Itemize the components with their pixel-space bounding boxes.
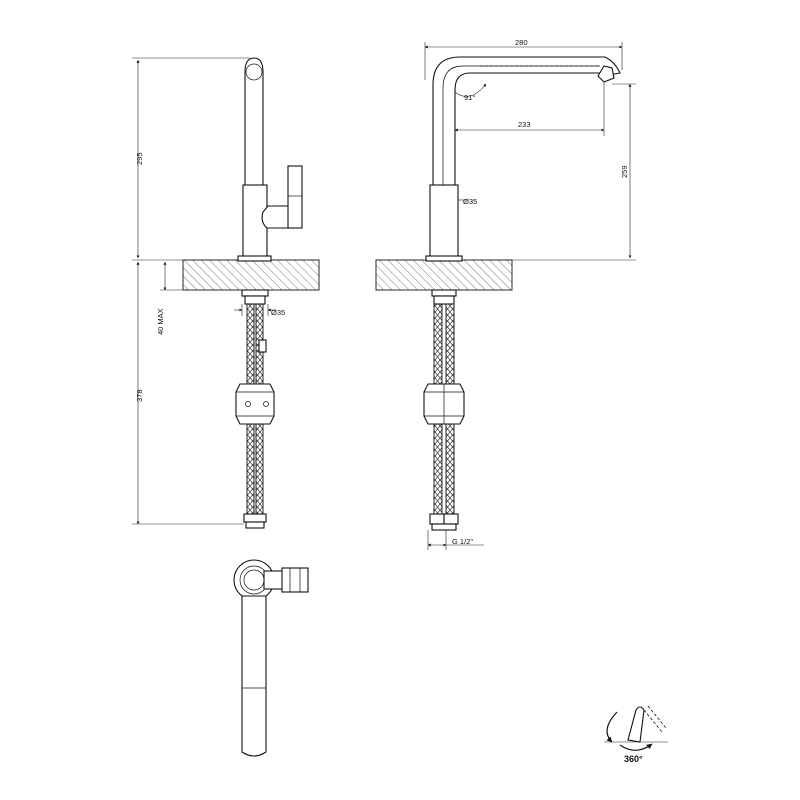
dim-hole-diameter: Ø35 (271, 308, 285, 317)
dim-reach-total: 280 (515, 38, 528, 47)
rotation-360-icon: 360° (604, 705, 668, 764)
dim-body-diameter: Ø35 (463, 197, 477, 206)
front-hose-left (246, 303, 255, 385)
front-lever (287, 165, 303, 229)
dim-spout-angle: 91° (464, 93, 475, 102)
side-body (429, 184, 459, 258)
front-view: 295 378 40 MAX Ø35 (132, 57, 320, 529)
side-spray-head (597, 65, 615, 83)
side-countertop (375, 259, 513, 291)
rotation-label: 360° (624, 754, 643, 764)
front-hose-lower (246, 423, 255, 515)
side-hose-left (433, 303, 443, 385)
top-lever (281, 567, 309, 593)
front-diverter (235, 383, 275, 425)
front-countertop (182, 259, 320, 291)
dim-spout-height: 259 (620, 165, 629, 178)
side-hose-right (445, 303, 455, 385)
top-spout (241, 595, 267, 757)
front-spout-column (244, 57, 264, 186)
side-view: 280 233 91° 259 Ø35 G 1/2" (375, 38, 636, 550)
dim-counter-thickness: 40 MAX (156, 308, 165, 335)
dim-reach-outlet: 233 (518, 120, 531, 129)
dim-under-counter: 378 (135, 389, 144, 402)
rotating-spout-icon (627, 706, 645, 743)
top-view (233, 559, 309, 757)
dim-connection: G 1/2" (452, 537, 473, 546)
dim-height-total: 295 (135, 152, 144, 165)
